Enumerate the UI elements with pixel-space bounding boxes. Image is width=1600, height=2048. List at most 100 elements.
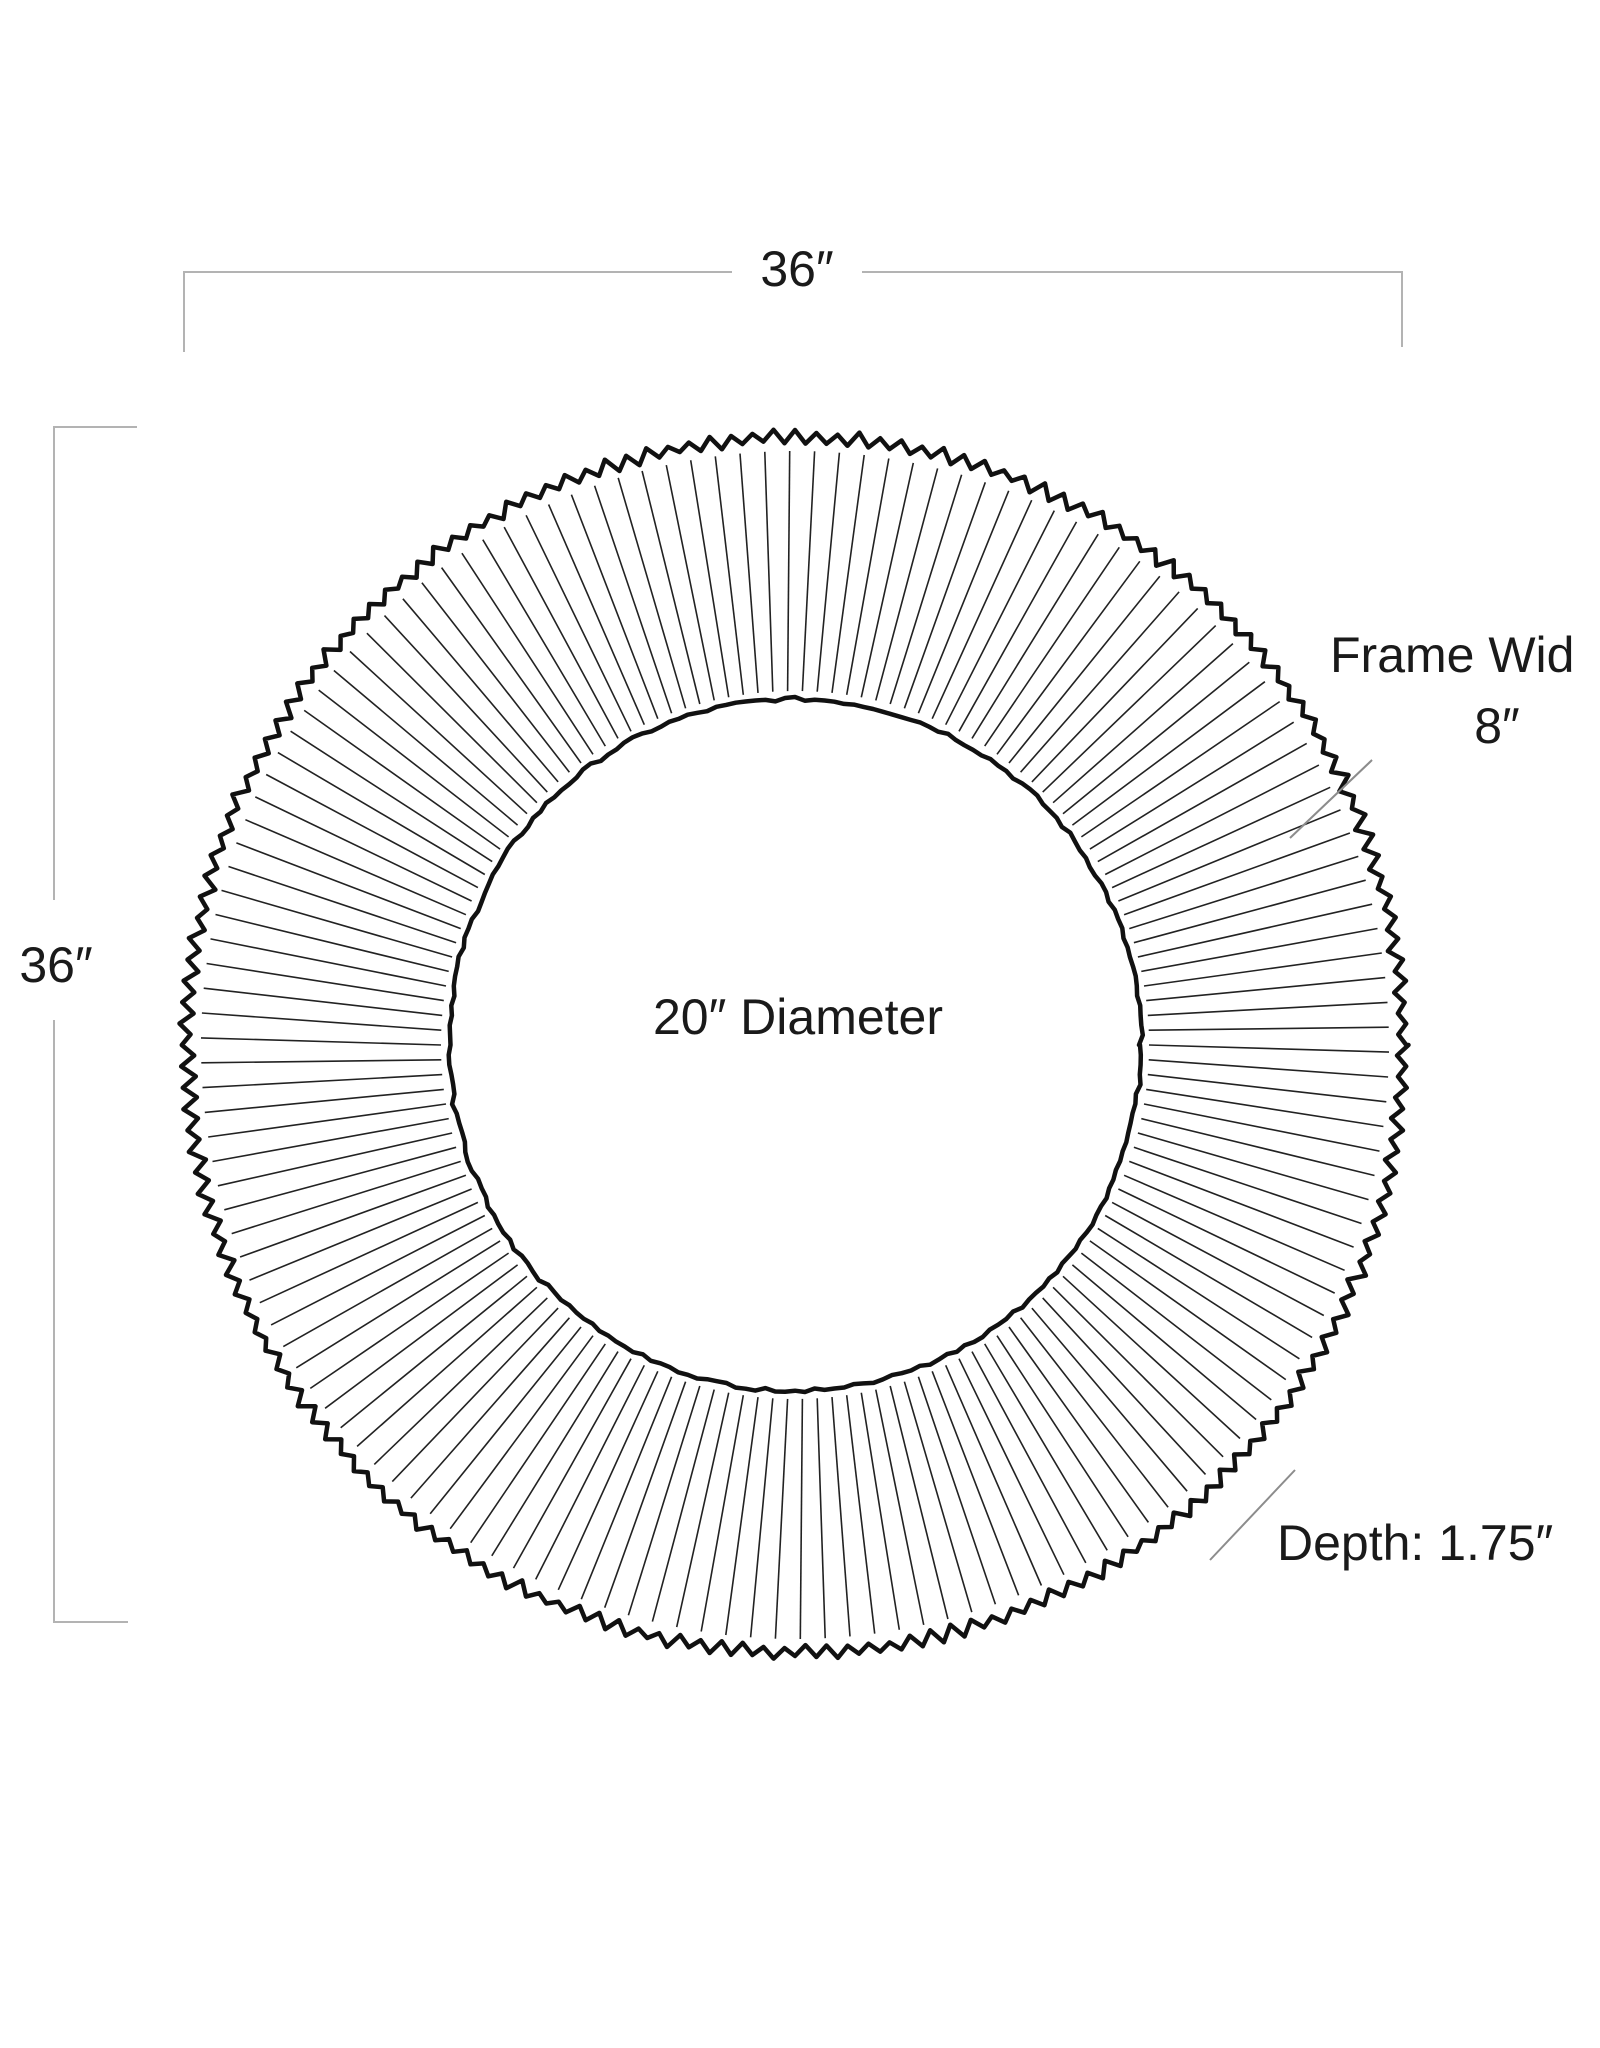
frame-rib bbox=[270, 1214, 486, 1326]
depth-label: Depth: 1.75″ bbox=[1277, 1515, 1553, 1571]
inner-diameter-label: 20″ Diameter bbox=[653, 989, 943, 1045]
frame-rib bbox=[1019, 591, 1180, 773]
frame-rib bbox=[1052, 1286, 1224, 1458]
frame-rib bbox=[333, 669, 519, 826]
frame-rib bbox=[1129, 1160, 1354, 1248]
height-dimension-line-top bbox=[53, 426, 137, 900]
frame-rib bbox=[875, 1389, 925, 1626]
frame-rib bbox=[958, 521, 1078, 732]
frame-rib bbox=[461, 552, 594, 755]
frame-rib bbox=[739, 453, 759, 693]
frame-rib bbox=[324, 1264, 519, 1409]
frame-rib bbox=[202, 1073, 443, 1089]
frame-rib bbox=[1031, 1307, 1188, 1492]
frame-rib bbox=[309, 1252, 510, 1390]
frame-rib bbox=[557, 1370, 659, 1591]
frame-rib bbox=[831, 1397, 851, 1637]
frame-rib bbox=[641, 470, 701, 705]
frame-rib bbox=[1141, 927, 1378, 973]
frame-rib bbox=[1062, 661, 1250, 815]
frame-rib bbox=[917, 1376, 997, 1605]
frame-rib bbox=[996, 1335, 1129, 1538]
frame-rib bbox=[1111, 1201, 1325, 1317]
frame-rib bbox=[236, 842, 461, 930]
frame-rib bbox=[816, 1398, 826, 1639]
frame-rib bbox=[570, 494, 659, 719]
frame-rib bbox=[1019, 1317, 1169, 1508]
frame-rib bbox=[1141, 1117, 1375, 1177]
frame-rib bbox=[1071, 1264, 1257, 1421]
frame-rib bbox=[512, 1358, 632, 1569]
frame-rib bbox=[617, 477, 687, 709]
frame-rib bbox=[651, 1389, 715, 1622]
frame-rib bbox=[482, 539, 606, 747]
frame-rib bbox=[917, 490, 1010, 714]
frame-rib bbox=[725, 1396, 759, 1636]
frame-rib bbox=[210, 938, 447, 987]
frame-rib bbox=[290, 730, 493, 863]
frame-rib bbox=[440, 567, 582, 764]
frame-rib bbox=[801, 451, 816, 692]
frame-rib bbox=[1137, 903, 1373, 958]
frame-width-leader bbox=[1289, 759, 1373, 839]
frame-rib bbox=[845, 458, 890, 695]
frame-rib bbox=[1089, 1240, 1287, 1381]
frame-rib bbox=[931, 499, 1033, 720]
frame-rib bbox=[277, 751, 486, 876]
frame-rib bbox=[228, 865, 457, 944]
frame-rib bbox=[971, 1351, 1087, 1564]
frame-rib bbox=[421, 582, 571, 773]
frame-rib bbox=[217, 1132, 453, 1187]
frame-rib bbox=[665, 464, 715, 701]
frame-rib bbox=[816, 452, 841, 692]
frame-rib bbox=[1097, 1227, 1300, 1360]
frame-rib bbox=[1111, 786, 1331, 889]
frame-rib bbox=[203, 987, 443, 1017]
frame-rib bbox=[689, 460, 730, 698]
frame-rib bbox=[525, 514, 632, 732]
frame-rib bbox=[944, 510, 1056, 726]
frame-rib bbox=[1042, 625, 1217, 793]
width-dimension: 36″ bbox=[183, 241, 1403, 352]
frame-rib bbox=[580, 1376, 673, 1600]
frame-rib bbox=[449, 1335, 594, 1530]
frame-rib bbox=[491, 1351, 619, 1557]
frame-rib bbox=[208, 1103, 447, 1138]
frame-rib bbox=[944, 1364, 1043, 1586]
frame-rib bbox=[875, 468, 939, 701]
frame-rib bbox=[1148, 1026, 1389, 1031]
frame-rib bbox=[221, 889, 453, 958]
frame-rib bbox=[383, 615, 548, 793]
frame-rib bbox=[603, 1381, 687, 1608]
frame-rib bbox=[282, 1227, 493, 1348]
frame-rib bbox=[254, 796, 472, 902]
frame-rib bbox=[996, 560, 1141, 755]
frame-rib bbox=[1143, 1103, 1380, 1152]
frame-rib bbox=[239, 1174, 467, 1258]
frame-rib bbox=[1008, 575, 1161, 764]
frame-rib bbox=[1097, 742, 1308, 863]
frame-rib bbox=[340, 1275, 528, 1429]
frame-rib bbox=[1031, 607, 1199, 783]
frame-ribs bbox=[200, 450, 1390, 1640]
frame-rib bbox=[470, 1343, 606, 1544]
frame-rib bbox=[860, 462, 915, 698]
frame-rib bbox=[1104, 1214, 1313, 1339]
frame-rib bbox=[845, 1395, 876, 1634]
frame-rib bbox=[700, 1395, 745, 1632]
frame-rib bbox=[366, 632, 538, 804]
frame-rib bbox=[1137, 1132, 1369, 1201]
frame-rib bbox=[831, 454, 865, 694]
frame-rib bbox=[1052, 643, 1234, 804]
frame-rib bbox=[1062, 1275, 1241, 1440]
frame-rib bbox=[410, 1317, 571, 1499]
frame-rib bbox=[547, 504, 646, 726]
frame-rib bbox=[224, 1146, 457, 1211]
frame-rib bbox=[373, 1297, 548, 1465]
frame-rib bbox=[231, 1160, 461, 1235]
frame-rib bbox=[1089, 721, 1295, 850]
frame-rib bbox=[1042, 1297, 1207, 1475]
frame-rib bbox=[1143, 952, 1382, 987]
frame-rib bbox=[212, 1117, 449, 1163]
